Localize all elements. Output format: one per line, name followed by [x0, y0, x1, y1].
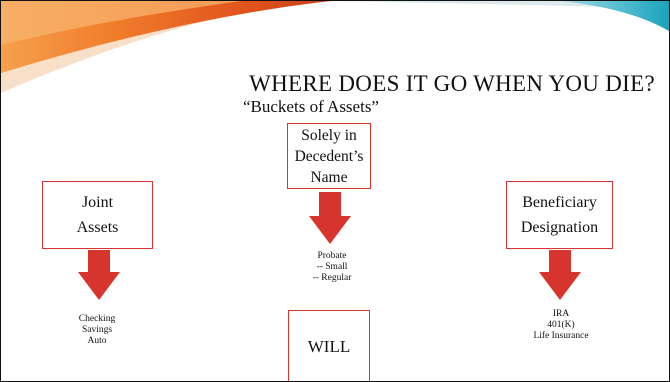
outcome-item: -- Small — [316, 262, 348, 272]
bucket-solely-in-decedents-name: Solely in Decedent’s Name — [287, 123, 371, 189]
outcome-item: Checking — [78, 314, 116, 324]
joint-outcome-list: Checking Savings Auto — [67, 314, 127, 347]
bucket-label-line: Name — [310, 168, 348, 186]
bucket-label-line: Beneficiary — [522, 194, 597, 211]
slide-title: WHERE DOES IT GO WHEN YOU DIE? — [249, 71, 655, 96]
outcome-item: Savings — [81, 325, 113, 335]
down-arrow-right — [539, 250, 581, 300]
down-arrow-center — [309, 192, 351, 244]
outcome-item: IRA — [552, 309, 570, 319]
outcome-item: Probate — [317, 251, 347, 261]
beneficiary-outcome-list: IRA 401(K) Life Insurance — [501, 309, 621, 342]
bucket-label-line: Solely in — [301, 126, 357, 144]
decorative-swoosh — [1, 1, 669, 93]
outcome-item: Life Insurance — [533, 331, 589, 341]
bucket-beneficiary-designation: Beneficiary Designation — [506, 181, 613, 249]
bucket-label-line: Joint — [81, 194, 114, 211]
will-label: WILL — [307, 336, 351, 356]
bucket-label-line: Designation — [520, 219, 599, 236]
probate-outcome-list: Probate -- Small -- Regular — [301, 251, 363, 284]
outcome-item: -- Regular — [312, 273, 352, 283]
slide-subtitle: “Buckets of Assets” — [243, 97, 379, 116]
down-arrow-left — [78, 250, 120, 300]
bucket-label-line: Assets — [76, 219, 119, 236]
bucket-label-line: Decedent’s — [294, 147, 364, 165]
outcome-item: 401(K) — [547, 320, 575, 330]
will-box: WILL — [288, 310, 370, 381]
outcome-item: Auto — [87, 336, 107, 346]
bucket-joint-assets: Joint Assets — [42, 181, 153, 249]
